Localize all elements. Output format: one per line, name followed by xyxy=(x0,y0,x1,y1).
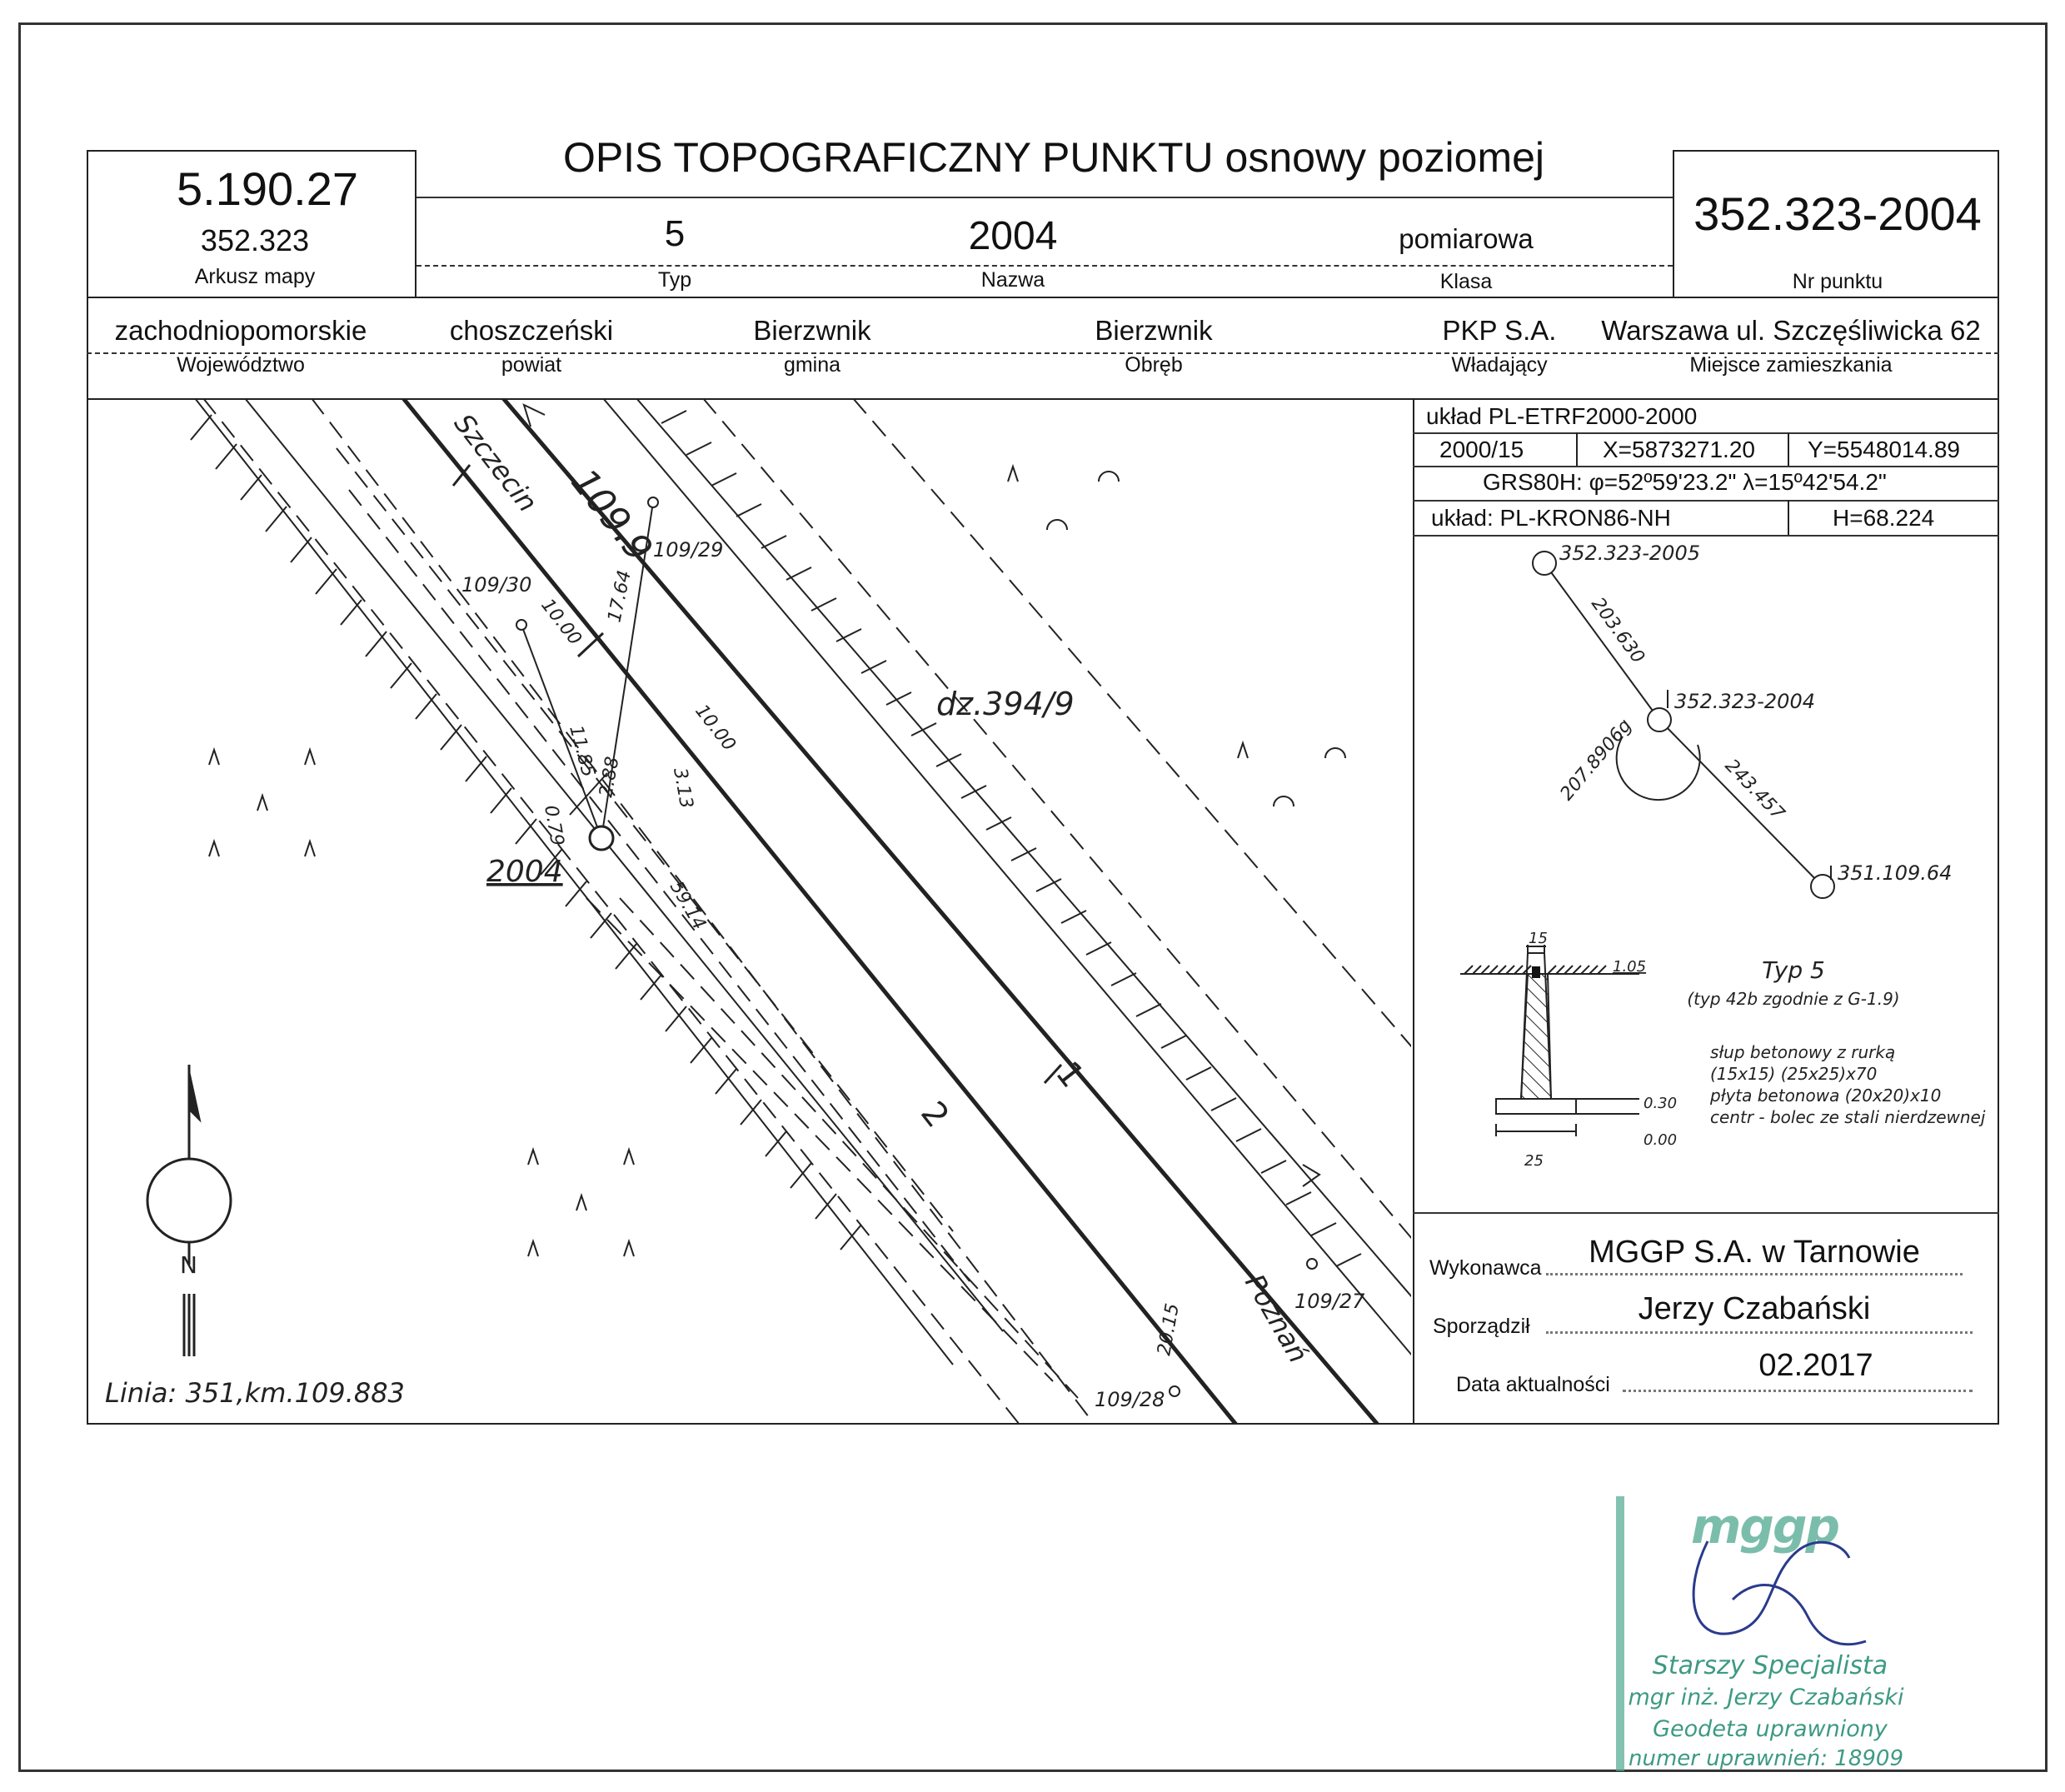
voivodeship-label: Województwo xyxy=(177,353,305,377)
network-point-center: 352.323-2004 xyxy=(1674,690,1815,713)
coord-y: Y=5548014.89 xyxy=(1808,437,1960,462)
coord-x: X=5873271.20 xyxy=(1603,437,1755,462)
owner-value: PKP S.A. xyxy=(1442,315,1557,346)
name-label: Nazwa xyxy=(980,268,1045,292)
monument-dim-bottom: 25 xyxy=(1524,1152,1544,1170)
monument-type-title: Typ 5 xyxy=(1762,956,1825,984)
marker-109-28: 109/28 xyxy=(1095,1388,1165,1411)
network-diagram: 352.323-2005 352.323-2004 351.109.64 203… xyxy=(1460,542,1986,1170)
monument-level-1: 1.05 xyxy=(1613,958,1646,976)
date-label: Data aktualności xyxy=(1456,1373,1610,1396)
distance-2: 17.64 xyxy=(604,568,636,624)
monument-desc-1: słup betonowy z rurką xyxy=(1710,1042,1895,1062)
marker-109-29: 109/29 xyxy=(653,538,723,562)
sheet-code: 5.190.27 xyxy=(177,162,358,215)
contractor-value: MGGP S.A. w Tarnowie xyxy=(1589,1235,1920,1270)
track-1-label: 1 xyxy=(1048,1055,1091,1095)
sheet-label: Arkusz mapy xyxy=(194,265,316,288)
address-value: Warszawa ul. Szczęśliwicka 62 xyxy=(1601,315,1981,346)
location-sketch: 109.9 Szczecin Poznań dz.394/9 2004 Lini… xyxy=(105,400,1411,1423)
class-label: Klasa xyxy=(1439,270,1493,293)
distance-9: 20.15 xyxy=(1154,1302,1184,1357)
stamp-logo: mggp xyxy=(1691,1498,1840,1555)
stamp-line4: numer uprawnień: 18909 xyxy=(1628,1746,1903,1771)
author-value: Jerzy Czabański xyxy=(1638,1291,1871,1326)
monument-level-2: 0.30 xyxy=(1644,1095,1677,1112)
county-label: powiat xyxy=(501,353,562,377)
height-system: układ: PL-KRON86-NH xyxy=(1431,505,1671,531)
stamp-bar xyxy=(1616,1496,1624,1771)
page-title: OPIS TOPOGRAFICZNY PUNKTU osnowy poziome… xyxy=(562,134,1545,181)
monument-type-note: (typ 42b zgodnie z G-1.9) xyxy=(1687,989,1899,1009)
class-value: pomiarowa xyxy=(1399,223,1534,254)
main-area xyxy=(87,398,1999,1425)
admin-row xyxy=(87,297,1999,400)
monument-level-3: 0.00 xyxy=(1644,1131,1677,1149)
point-number-box: 352.323-2004 Nr punktu xyxy=(1673,150,1999,298)
distance-4: 2.88 xyxy=(596,755,623,799)
sheet-box: 5.190.27 352.323 Arkusz mapy xyxy=(87,150,416,298)
coord-zone: 2000/15 xyxy=(1439,437,1524,462)
monument-desc-3: płyta betonowa (20x20)x10 xyxy=(1709,1086,1941,1106)
monument-desc-2: (15x15) (25x25)x70 xyxy=(1710,1064,1877,1084)
contractor-label: Wykonawca xyxy=(1429,1256,1542,1280)
network-point-a: 352.323-2005 xyxy=(1559,542,1700,565)
stamp: mggp Starszy Specjalista mgr inż. Jerzy … xyxy=(1616,1491,1908,1775)
km-label: 109.9 xyxy=(562,461,661,570)
track-2-label: 2 xyxy=(913,1095,956,1135)
commune-label: gmina xyxy=(783,353,841,377)
point-name-label: 2004 xyxy=(486,855,563,889)
distance-5: 3.13 xyxy=(669,766,696,811)
marker-109-30: 109/30 xyxy=(461,573,531,597)
owner-label: Władający xyxy=(1451,353,1548,377)
parcel-label: dz.394/9 xyxy=(936,686,1075,722)
stamp-line3: Geodeta uprawniony xyxy=(1653,1716,1888,1742)
author-label: Sporządził xyxy=(1433,1315,1530,1338)
county-value: choszczeński xyxy=(449,315,614,346)
city-south-label: Poznań xyxy=(1239,1269,1314,1368)
type-value: 5 xyxy=(664,213,686,254)
monument-desc-4: centr - bolec ze stali nierdzewnej xyxy=(1710,1107,1986,1127)
height-value: H=68.224 xyxy=(1833,505,1935,531)
coord-system-label: układ PL-ETRF2000-2000 xyxy=(1426,403,1698,429)
coord-grs: GRS80H: φ=52º59'23.2" λ=15º42'54.2" xyxy=(1483,469,1887,495)
precinct-label: Obręb xyxy=(1125,353,1183,377)
stamp-line2: mgr inż. Jerzy Czabański xyxy=(1628,1685,1904,1710)
sheet-number: 352.323 xyxy=(200,223,310,257)
distance-8: 10.00 xyxy=(691,701,739,755)
name-value: 2004 xyxy=(968,214,1058,258)
network-dist-b: 243.457 xyxy=(1721,756,1788,825)
voivodeship-value: zachodniopomorskie xyxy=(114,315,367,346)
network-point-b: 351.109.64 xyxy=(1838,861,1952,885)
precinct-value: Bierzwnik xyxy=(1095,315,1213,346)
date-value: 02.2017 xyxy=(1758,1348,1873,1383)
page-frame xyxy=(18,22,2048,1772)
commune-value: Bierzwnik xyxy=(753,315,871,346)
north-letter: N xyxy=(180,1251,197,1279)
distance-6: 0.79 xyxy=(540,804,567,848)
type-label: Typ xyxy=(657,268,692,292)
marker-109-27: 109/27 xyxy=(1294,1290,1365,1313)
monument-dim-top: 15 xyxy=(1529,930,1548,947)
signature xyxy=(1692,1540,1867,1646)
stamp-line1: Starszy Specjalista xyxy=(1652,1651,1888,1680)
point-number: 352.323-2004 xyxy=(1693,187,1982,240)
network-angle: 207.8906g xyxy=(1556,716,1636,805)
distance-1: 10.00 xyxy=(536,595,585,649)
address-label: Miejsce zamieszkania xyxy=(1689,353,1893,377)
point-number-label: Nr punktu xyxy=(1792,270,1883,293)
distance-3: 11.85 xyxy=(565,723,598,779)
network-dist-a: 203.630 xyxy=(1587,594,1649,667)
line-label: Linia: 351,km.109.883 xyxy=(105,1377,405,1409)
